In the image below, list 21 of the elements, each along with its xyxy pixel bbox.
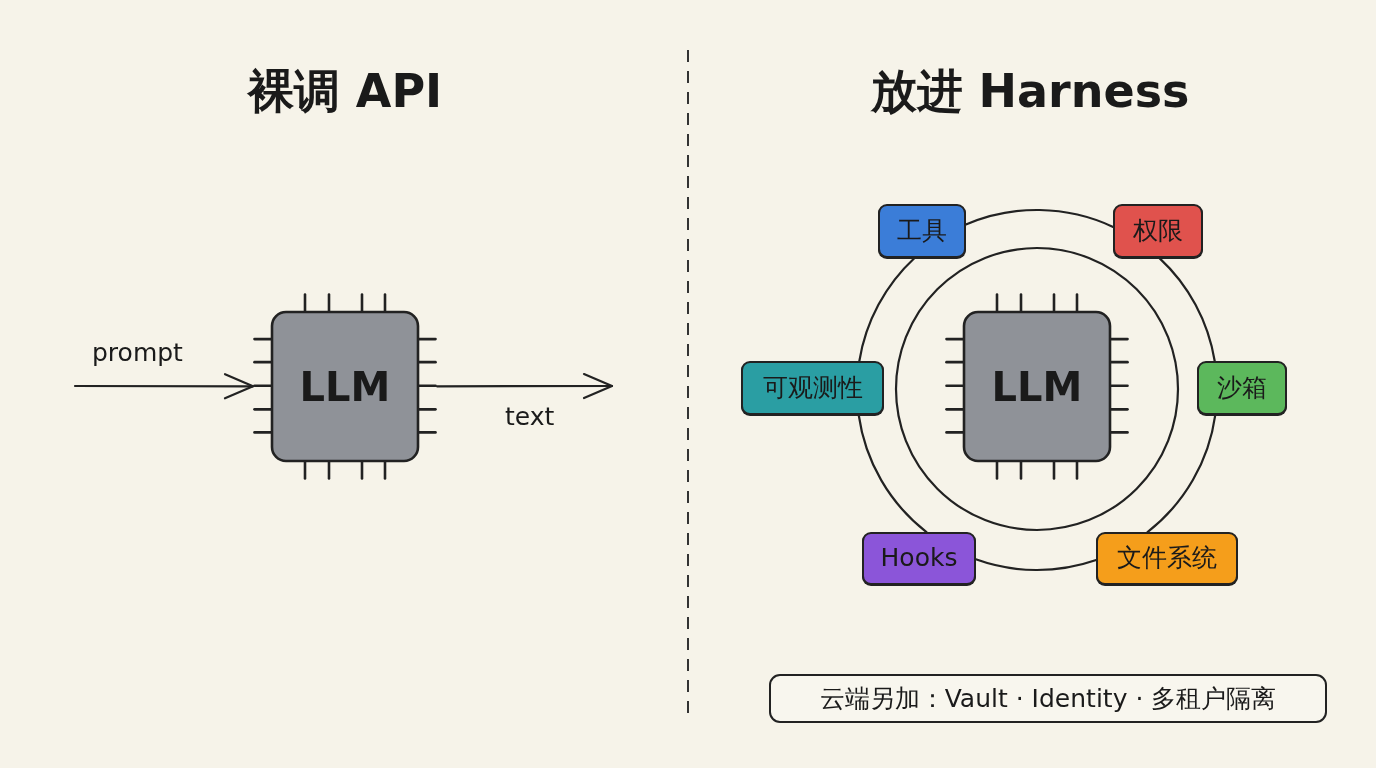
chip-label: LLM bbox=[991, 366, 1083, 407]
feature-tag: 文件系统 bbox=[1096, 532, 1238, 585]
edge-label: text bbox=[505, 402, 555, 432]
ring-arc bbox=[1146, 413, 1217, 534]
ring-arc bbox=[857, 413, 928, 534]
edge-label: prompt bbox=[92, 338, 183, 368]
arrow bbox=[435, 372, 614, 400]
ring-arc bbox=[1158, 256, 1216, 363]
feature-tag: 工具 bbox=[878, 204, 966, 258]
feature-tag: 权限 bbox=[1113, 204, 1203, 258]
ring-arc bbox=[964, 209, 1115, 228]
feature-tag: Hooks bbox=[862, 532, 976, 585]
panel-title: 放进 Harness bbox=[870, 64, 1190, 120]
ring-arc bbox=[858, 256, 916, 363]
feature-tag: 沙箱 bbox=[1197, 361, 1287, 415]
ring-arc bbox=[974, 558, 1098, 572]
feature-tag: 可观测性 bbox=[741, 361, 884, 415]
arrow bbox=[73, 373, 255, 400]
panel-title: 裸调 API bbox=[247, 64, 443, 120]
chip-label: LLM bbox=[299, 366, 391, 407]
note-panel: 云端另加：Vault · Identity · 多租户隔离 bbox=[769, 674, 1327, 723]
